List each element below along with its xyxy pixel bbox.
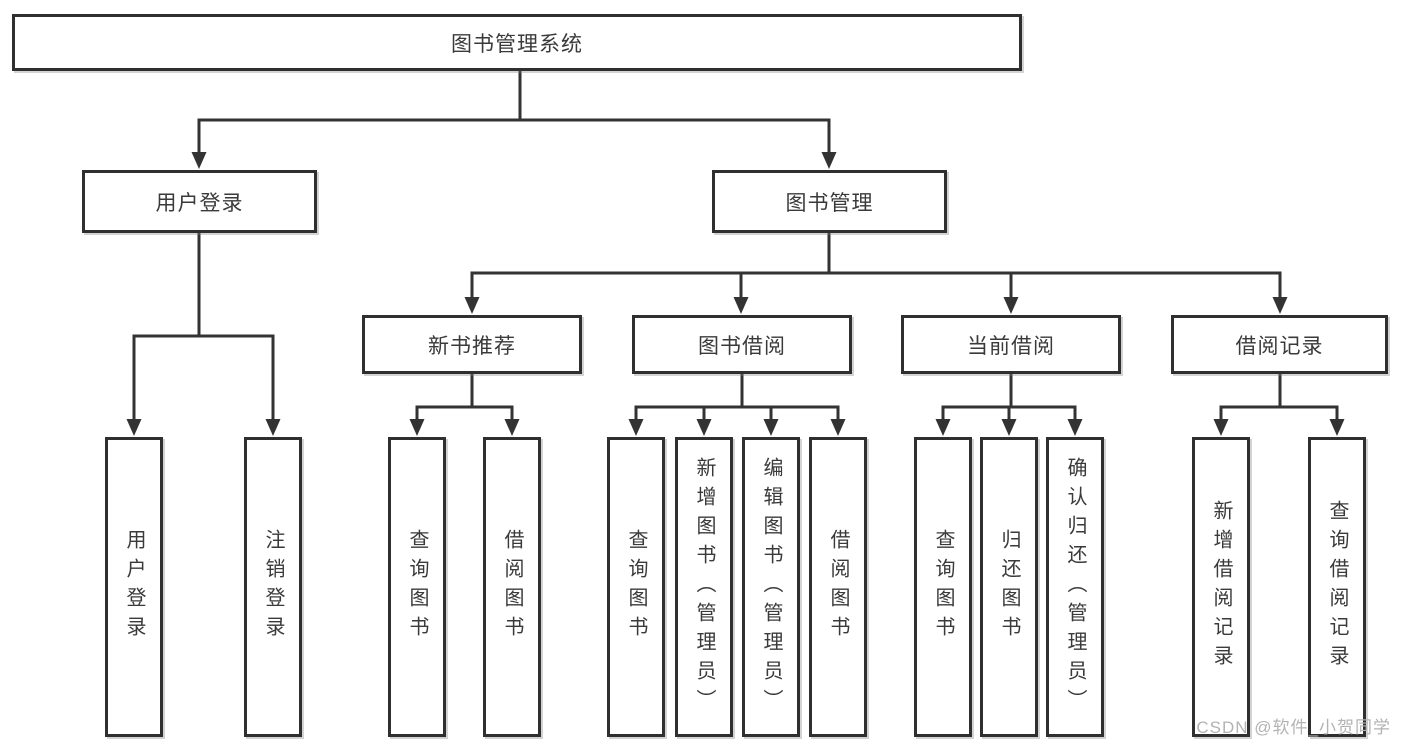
leaf-logout: 注销登录 [244, 437, 302, 737]
node-library-management-system: 图书管理系统 [12, 14, 1022, 71]
leaf-user-login: 用户登录 [105, 437, 163, 737]
leaf-label: 归还图书 [998, 529, 1020, 645]
leaf-return-books: 归还图书 [980, 437, 1038, 737]
leaf-edit-books-admin: 编辑图书（管理员） [742, 437, 800, 737]
node-book-management: 图书管理 [712, 170, 947, 233]
leaf-label: 查询图书 [932, 529, 954, 645]
arrowheads [126, 152, 1345, 436]
connector-split-root [197, 118, 831, 154]
leaf-label: 查询图书 [406, 529, 428, 645]
leaf-label: 新增借阅记录 [1210, 500, 1232, 674]
leaf-add-books-admin: 新增图书（管理员） [675, 437, 733, 737]
leaf-label: 查询图书 [625, 529, 647, 645]
leaf-borrow-books-recommendation: 借阅图书 [483, 437, 541, 737]
leaf-label: 查询借阅记录 [1326, 500, 1348, 674]
node-book-borrowing: 图书借阅 [632, 315, 852, 374]
watermark-csdn: CSDN @软件_小贺同学 [1196, 718, 1391, 737]
leaf-query-books-current: 查询图书 [914, 437, 972, 737]
node-user-login: 用户登录 [82, 170, 317, 233]
leaf-label: 借阅图书 [827, 529, 849, 645]
connector-split-new-book-recommendation [415, 405, 514, 422]
leaf-label: 用户登录 [123, 529, 145, 645]
node-new-book-recommendation: 新书推荐 [362, 315, 582, 374]
node-borrowing-records: 借阅记录 [1171, 315, 1388, 374]
node-label: 图书管理 [785, 191, 874, 215]
leaf-add-borrow-record: 新增借阅记录 [1192, 437, 1250, 737]
leaf-confirm-return-admin: 确认归还（管理员） [1046, 437, 1104, 737]
leaf-query-books-borrowing: 查询图书 [607, 437, 665, 737]
connector-split-book-borrowing [634, 405, 840, 422]
node-label: 用户登录 [155, 191, 244, 215]
connector-split-user-login [132, 334, 275, 422]
node-label: 新书推荐 [428, 334, 516, 358]
leaf-query-books-recommendation: 查询图书 [388, 437, 446, 737]
node-label: 当前借阅 [967, 334, 1055, 358]
leaf-borrow-books-borrowing: 借阅图书 [809, 437, 867, 737]
leaf-label: 借阅图书 [501, 529, 523, 645]
node-label: 借阅记录 [1235, 334, 1324, 358]
leaf-label: 编辑图书（管理员） [760, 456, 782, 718]
node-label: 图书管理系统 [451, 32, 583, 56]
leaf-query-borrow-record: 查询借阅记录 [1308, 437, 1366, 737]
leaf-label: 新增图书（管理员） [693, 456, 715, 718]
node-current-borrowing: 当前借阅 [901, 315, 1121, 374]
leaf-label: 注销登录 [262, 529, 284, 645]
node-label: 图书借阅 [698, 334, 786, 358]
leaf-label: 确认归还（管理员） [1064, 456, 1086, 718]
connector-split-book-management [470, 271, 1282, 300]
connector-split-borrowing-records [1219, 405, 1339, 422]
